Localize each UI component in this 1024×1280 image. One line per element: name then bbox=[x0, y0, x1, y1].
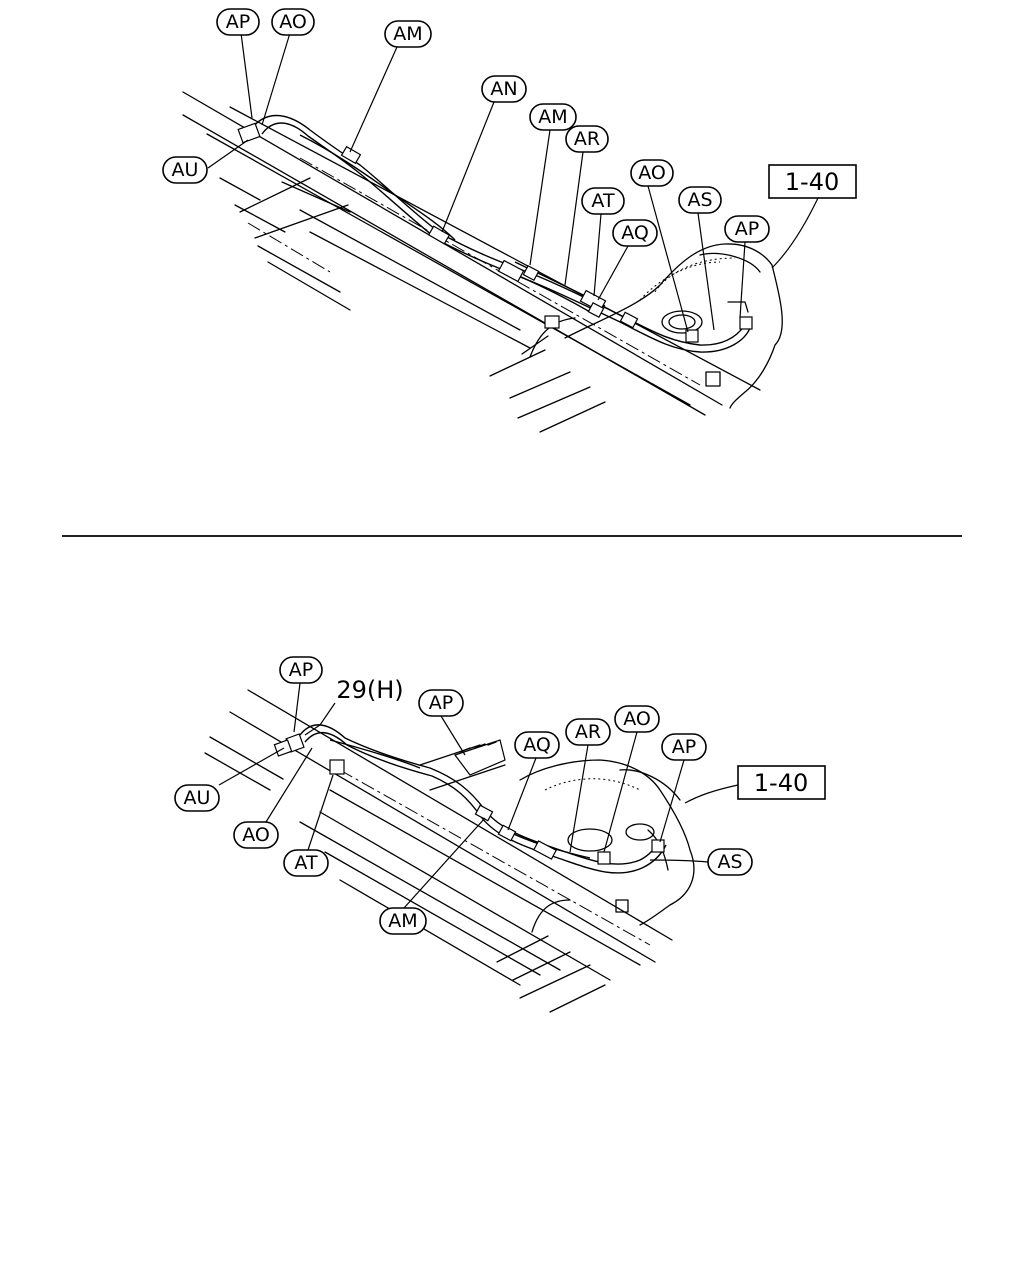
callout-ap-3: AP bbox=[279, 656, 323, 684]
upper-fuel-tank bbox=[564, 243, 783, 409]
callout-label: AS bbox=[717, 851, 742, 873]
lower-leaders bbox=[218, 682, 739, 909]
callout-label: AN bbox=[490, 78, 517, 100]
callout-at: AT bbox=[581, 187, 625, 215]
reference-box-upper: 1-40 bbox=[768, 164, 857, 199]
callout-aq: AQ bbox=[612, 219, 658, 247]
callout-label: AP bbox=[672, 736, 696, 758]
callout-aq-2: AQ bbox=[514, 731, 560, 759]
callout-label: AM bbox=[388, 910, 417, 932]
callout-label: AQ bbox=[523, 734, 551, 756]
callout-am-1: AM bbox=[384, 20, 432, 48]
callout-label: AP bbox=[735, 218, 759, 240]
callout-label: AO bbox=[638, 162, 666, 184]
callout-as-2: AS bbox=[707, 848, 753, 876]
upper-leaders bbox=[207, 32, 819, 333]
callout-ap-4: AP bbox=[418, 689, 464, 717]
callout-label: AR bbox=[575, 721, 601, 743]
callout-label: AP bbox=[429, 692, 453, 714]
note-29h: 29(H) bbox=[336, 676, 403, 704]
callout-ap-1: AP bbox=[216, 8, 260, 36]
callout-label: AS bbox=[687, 189, 712, 211]
callout-at-2: AT bbox=[283, 849, 329, 877]
callout-am-2: AM bbox=[529, 103, 577, 131]
callout-label: AT bbox=[294, 852, 318, 874]
upper-frame-rail bbox=[182, 91, 761, 433]
callout-label: AR bbox=[574, 128, 600, 150]
lower-view: AP 29(H) AP AQ AR AO AP 1-40 AU AO AT AM… bbox=[174, 656, 826, 1013]
callout-ar: AR bbox=[565, 125, 609, 153]
callout-label: AO bbox=[623, 708, 651, 730]
callout-label: AU bbox=[184, 787, 211, 809]
lower-callouts: AP 29(H) AP AQ AR AO AP 1-40 AU AO AT AM… bbox=[174, 656, 826, 935]
upper-callouts: AP AO AM AN AM AR AU AO AT AS AQ AP 1-40 bbox=[162, 8, 857, 247]
callout-au-2: AU bbox=[174, 784, 220, 812]
callout-ap-5: AP bbox=[661, 733, 707, 761]
callout-label: AM bbox=[538, 106, 567, 128]
callout-label: AQ bbox=[621, 222, 649, 244]
reference-box-lower: 1-40 bbox=[737, 765, 826, 800]
callout-ao-1: AO bbox=[271, 8, 315, 36]
reference-label: 1-40 bbox=[754, 769, 808, 797]
callout-as: AS bbox=[678, 186, 722, 214]
callout-label: AU bbox=[172, 159, 199, 181]
callout-ao-2: AO bbox=[630, 159, 674, 187]
callout-ao-3: AO bbox=[614, 705, 660, 733]
upper-hoses bbox=[237, 114, 753, 353]
callout-ao-4: AO bbox=[233, 821, 279, 849]
callout-label: AO bbox=[279, 11, 307, 33]
callout-label: AO bbox=[242, 824, 270, 846]
callout-am-3: AM bbox=[379, 907, 427, 935]
note-label: 29(H) bbox=[336, 676, 403, 704]
callout-au: AU bbox=[162, 156, 208, 184]
callout-label: AP bbox=[289, 659, 313, 681]
upper-view: AP AO AM AN AM AR AU AO AT AS AQ AP 1-40 bbox=[162, 8, 857, 433]
callout-ap-2: AP bbox=[724, 215, 770, 243]
callout-an: AN bbox=[481, 75, 527, 103]
callout-label: AM bbox=[393, 23, 422, 45]
lower-hoses bbox=[273, 724, 667, 874]
callout-label: AP bbox=[226, 11, 250, 33]
callout-ar-2: AR bbox=[565, 718, 611, 746]
reference-label: 1-40 bbox=[785, 168, 839, 196]
lower-frame-rail bbox=[204, 689, 673, 1013]
callout-label: AT bbox=[591, 190, 615, 212]
